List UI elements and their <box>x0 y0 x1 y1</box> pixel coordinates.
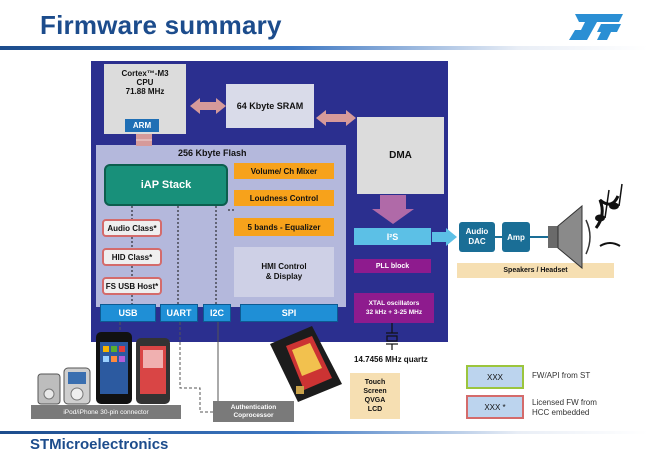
st-logo: ST <box>567 12 625 42</box>
legend-licensed-line-1: Licensed FW from <box>532 398 597 407</box>
volume-mixer: Volume/ Ch Mixer <box>234 163 334 179</box>
legend-licensed-box: XXX * <box>466 395 524 419</box>
legend-licensed-line-2: HCC embedded <box>532 408 590 417</box>
cpu-frequency: 71.88 MHz <box>125 87 165 96</box>
sram-block: 64 Kbyte SRAM <box>226 84 314 128</box>
legend-st-line-1: FW/API from ST <box>532 371 591 380</box>
xtal-line-1: XTAL oscillators <box>368 300 420 307</box>
st-logo-icon <box>569 14 623 40</box>
audio-dac: Audio DAC <box>459 222 495 252</box>
speakers-headset-label: Speakers / Headset <box>457 263 614 278</box>
hid-class: HID Class* <box>102 248 162 266</box>
dac-line-1: Audio <box>465 227 489 236</box>
ipod-devices-icon <box>37 332 170 405</box>
cpu-label: CPU <box>136 78 154 87</box>
touch-line-3: QVGA <box>364 397 386 404</box>
cpu-name: Cortex™-M3 <box>121 69 169 78</box>
dac-line-2: DAC <box>468 237 486 246</box>
footer-company: STMicroelectronics <box>30 436 169 453</box>
xtal-oscillators: XTAL oscillators 32 kHz + 3-25 MHz <box>354 293 434 323</box>
iap-stack: iAP Stack <box>104 164 228 206</box>
legend-st-text: FW/API from ST <box>532 371 590 381</box>
pll-block: PLL block <box>354 259 431 273</box>
auth-line-1: Authentication <box>230 403 277 411</box>
page-title: Firmware summary <box>40 10 282 40</box>
equalizer: 5 bands - Equalizer <box>234 218 334 236</box>
touch-line-1: Touch <box>364 379 386 386</box>
usb-block: USB <box>100 304 156 322</box>
i2s-block: I²S <box>354 228 431 245</box>
touch-screen-label: Touch Screen QVGA LCD <box>350 373 400 419</box>
legend-licensed-text: Licensed FW from HCC embedded <box>532 398 597 418</box>
speaker-icon <box>548 204 591 270</box>
amplifier: Amp <box>502 222 530 252</box>
hmi-line-2: & Display <box>265 272 303 281</box>
loudness-control: Loudness Control <box>234 190 334 206</box>
quartz-label: 14.7456 MHz quartz <box>354 355 428 364</box>
hmi-line-1: HMI Control <box>261 262 307 271</box>
dma-block: DMA <box>357 117 444 194</box>
touch-line-4: LCD <box>367 406 383 413</box>
uart-block: UART <box>160 304 198 322</box>
hmi-control: HMI Control & Display <box>234 247 334 297</box>
fs-usb-host: FS USB Host* <box>102 277 162 295</box>
audio-class: Audio Class* <box>102 219 162 237</box>
xtal-line-2: 32 kHz + 3-25 MHz <box>365 309 423 316</box>
auth-coprocessor: Authentication Coprocessor <box>213 401 294 422</box>
footer-rule <box>0 431 648 434</box>
arm-logo: ARM <box>125 119 159 132</box>
legend-st-box: XXX <box>466 365 524 389</box>
spi-block: SPI <box>240 304 338 322</box>
music-notes-icon <box>594 183 623 247</box>
ipod-connector-label: iPod/iPhone 30-pin connector <box>31 405 181 419</box>
i2c-block: I2C <box>203 304 231 322</box>
title-rule <box>0 46 648 50</box>
flash-label: 256 Kbyte Flash <box>178 148 247 158</box>
touch-line-2: Screen <box>363 388 387 395</box>
auth-line-2: Coprocessor <box>233 411 274 419</box>
